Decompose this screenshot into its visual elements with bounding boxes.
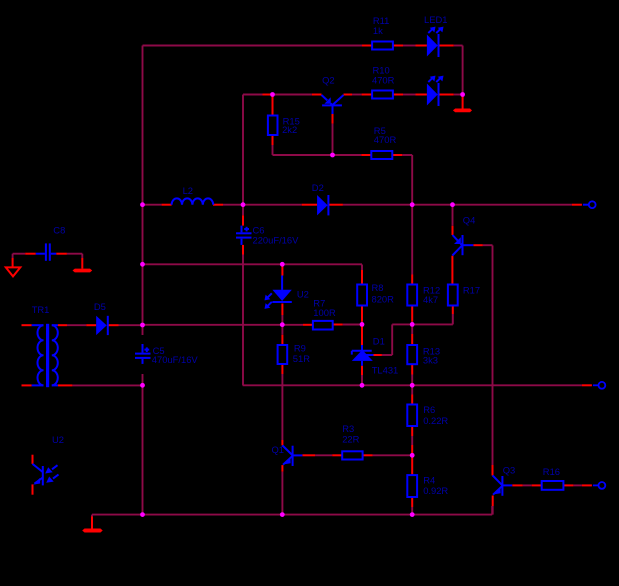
svg-text:0.92R: 0.92R [423, 485, 448, 496]
svg-text:470R: 470R [374, 134, 397, 145]
svg-text:3k3: 3k3 [423, 355, 438, 366]
svg-text:TR1: TR1 [32, 304, 50, 315]
svg-text:R7: R7 [313, 297, 325, 308]
svg-text:R8: R8 [372, 282, 384, 293]
svg-text:2k2: 2k2 [282, 124, 297, 135]
svg-text:R10: R10 [373, 65, 390, 76]
svg-text:R12: R12 [423, 284, 440, 295]
svg-text:470R: 470R [372, 74, 395, 85]
svg-text:R9: R9 [294, 343, 306, 354]
svg-text:D5: D5 [94, 301, 106, 312]
svg-text:R5: R5 [374, 125, 386, 136]
svg-text:Q4: Q4 [463, 215, 476, 226]
svg-text:C8: C8 [53, 225, 65, 236]
svg-text:R15: R15 [283, 115, 300, 126]
svg-text:L2: L2 [183, 185, 193, 196]
svg-text:220uF/16V: 220uF/16V [253, 234, 300, 245]
svg-text:1k: 1k [373, 25, 383, 36]
svg-text:Q3: Q3 [503, 464, 516, 475]
svg-text:R11: R11 [373, 15, 390, 26]
svg-text:LED1: LED1 [424, 14, 447, 25]
svg-text:51R: 51R [293, 353, 310, 364]
svg-text:0.22R: 0.22R [423, 415, 448, 426]
svg-text:C6: C6 [253, 225, 265, 236]
svg-text:4k7: 4k7 [423, 294, 438, 305]
svg-text:C5: C5 [153, 345, 165, 356]
svg-text:22R: 22R [342, 434, 359, 445]
svg-text:820R: 820R [372, 294, 395, 305]
svg-text:R16: R16 [543, 466, 560, 477]
svg-text:100R: 100R [313, 307, 336, 318]
svg-text:R3: R3 [342, 423, 354, 434]
svg-text:Q1: Q1 [272, 444, 285, 455]
svg-text:R13: R13 [423, 345, 440, 356]
svg-text:R4: R4 [423, 475, 435, 486]
svg-text:D2: D2 [312, 182, 324, 193]
svg-text:R17: R17 [463, 284, 480, 295]
svg-text:D1: D1 [373, 335, 385, 346]
svg-text:R6: R6 [423, 404, 435, 415]
svg-text:Q2: Q2 [322, 74, 335, 85]
svg-text:TL431: TL431 [372, 364, 399, 375]
svg-text:U2: U2 [297, 289, 309, 300]
svg-text:U2: U2 [52, 434, 64, 445]
svg-text:470uF/16V: 470uF/16V [152, 354, 199, 365]
